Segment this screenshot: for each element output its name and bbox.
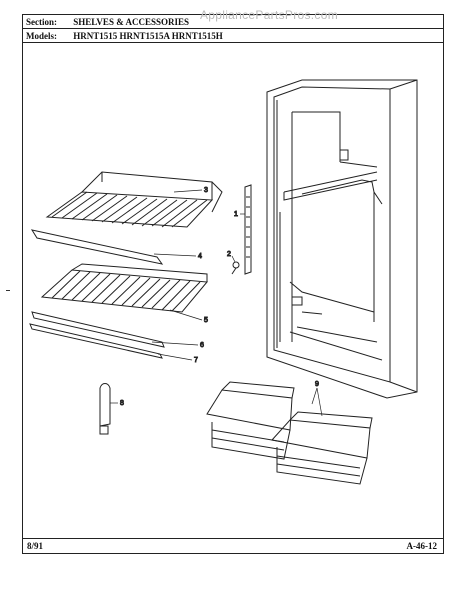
footer-row: 8/91 A-46-12 <box>23 538 443 553</box>
watermark: AppliancePartsPros.com <box>200 8 338 22</box>
callout-5: 5 <box>204 317 208 324</box>
wire-shelf-lower <box>40 263 208 313</box>
door-handle-strip <box>99 383 111 435</box>
callout-7: 7 <box>194 357 198 364</box>
diagram-frame: Section: SHELVES & ACCESSORIES Models: H… <box>22 14 444 554</box>
crisper-drawer-right <box>271 411 373 485</box>
parts-drawing: 3 4 1 2 5 6 7 8 9 <box>29 79 418 485</box>
shelf-clip <box>231 261 240 275</box>
callout-2: 2 <box>227 251 231 258</box>
crisper-drawer-left <box>206 381 295 460</box>
callout-3: 3 <box>204 187 208 194</box>
callout-4: 4 <box>198 253 202 260</box>
callout-1: 1 <box>234 211 238 218</box>
section-label: Section: <box>26 17 57 27</box>
footer-page-code: A-46-12 <box>406 541 438 551</box>
models-label: Models: <box>26 31 57 41</box>
models-value: HRNT1515 HRNT1515A HRNT1515H <box>73 31 223 41</box>
callout-8: 8 <box>120 400 124 407</box>
section-value: SHELVES & ACCESSORIES <box>73 17 189 27</box>
shelf-trim-upper <box>30 229 164 265</box>
scan-mark <box>6 290 10 291</box>
wire-shelf-top <box>45 171 223 228</box>
models-row: Models: HRNT1515 HRNT1515A HRNT1515H <box>23 29 443 43</box>
callout-6: 6 <box>200 342 204 349</box>
refrigerator-cabinet <box>266 79 418 399</box>
shelf-support-rail <box>244 184 252 275</box>
footer-date: 8/91 <box>27 541 44 551</box>
section-row: Section: SHELVES & ACCESSORIES <box>23 15 443 29</box>
leader-lines <box>110 189 323 417</box>
trim-strips <box>29 311 165 359</box>
callout-9: 9 <box>315 381 319 388</box>
